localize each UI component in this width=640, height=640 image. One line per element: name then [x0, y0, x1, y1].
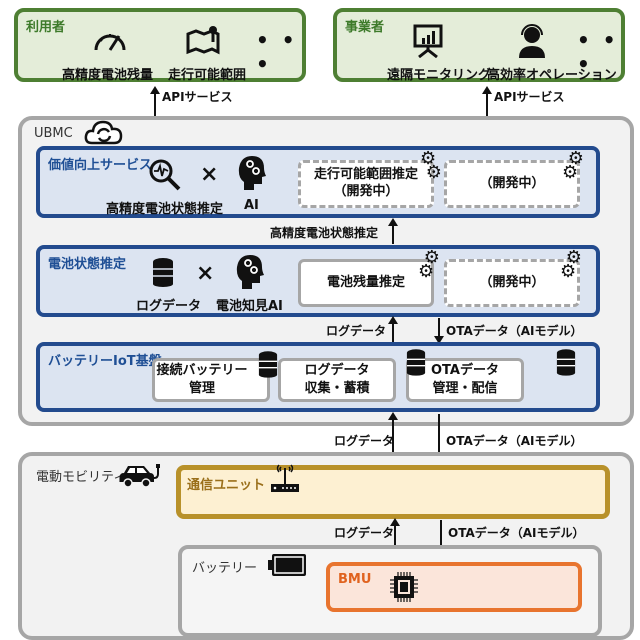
router-antenna-icon: [271, 464, 299, 492]
in-development-label: （開発中）: [479, 175, 545, 191]
value-service-right-label: AI: [244, 198, 259, 213]
ota-data-label: OTAデータ（AIモデル）: [446, 434, 583, 448]
electric-car-icon: [120, 464, 160, 488]
api-arrow-right: [482, 86, 492, 118]
communication-unit-title: 通信ユニット: [187, 478, 266, 493]
ota-data-management-box: OTAデータ管理・配信: [406, 358, 524, 402]
gears-icon: ⚙⚙: [560, 247, 582, 282]
headset-operator-icon: [519, 24, 545, 58]
estimation-arrow: [388, 218, 398, 244]
cloud-sync-icon: [84, 120, 123, 145]
communication-unit-box: 通信ユニット: [176, 464, 610, 519]
iot-platform-title: バッテリーIoT基盤: [48, 354, 162, 369]
bmu-title: BMU: [338, 572, 372, 587]
api-arrow-left: [150, 86, 160, 118]
users-title: 利用者: [26, 20, 66, 35]
connected-battery-management-box: 接続バッテリー管理: [152, 358, 270, 402]
log-data-arrow: [388, 316, 398, 342]
range-estimation-status: （開発中）: [333, 184, 399, 199]
ota-data-label: OTAデータ（AIモデル）: [448, 526, 585, 540]
box-label: OTAデータ: [431, 363, 499, 379]
magnifier-waveform-icon: [149, 159, 181, 191]
battery-remaining-estimation-label: 電池残量推定: [326, 275, 405, 291]
box-label: 管理・配信: [432, 381, 498, 396]
in-development-label: （開発中）: [479, 274, 545, 290]
box-label: 接続バッテリー: [156, 363, 248, 379]
range-estimation-box: 走行可能範囲推定 （開発中）: [298, 160, 434, 208]
iot-platform-box: バッテリーIoT基盤 接続バッテリー管理 ログデータ収集・蓄積 OTAデータ管理…: [36, 342, 600, 412]
chip-icon: [390, 572, 418, 602]
operators-item-label: 遠隔モニタリング: [387, 68, 492, 83]
map-pin-icon: [186, 26, 220, 55]
gears-icon: ⚙⚙: [418, 247, 440, 282]
presentation-chart-icon: [413, 24, 443, 58]
users-item-label: 走行可能範囲: [168, 68, 247, 83]
database-icon: [556, 349, 576, 376]
battery-estimation-right-label: 電池知見AI: [216, 299, 283, 314]
more-icon: • • •: [256, 28, 298, 76]
operators-title: 事業者: [345, 20, 385, 35]
log-data-arrow: [390, 518, 400, 566]
log-data-arrow: [388, 412, 398, 468]
log-data-label: ログデータ: [334, 434, 395, 448]
box-label: 収集・蓄積: [304, 381, 370, 396]
box-label: ログデータ: [304, 363, 370, 379]
gears-icon: ⚙ ⚙: [420, 148, 442, 183]
api-label-left: APIサービス: [162, 90, 233, 104]
database-icon: [258, 351, 278, 378]
value-service-title: 価値向上サービス: [48, 158, 153, 173]
in-development-box: （開発中）: [444, 160, 580, 208]
times-symbol: ×: [196, 261, 215, 286]
value-service-left-label: 高精度電池状態推定: [106, 202, 224, 217]
gears-icon: ⚙⚙: [562, 148, 584, 183]
times-symbol: ×: [200, 162, 219, 187]
battery-estimation-left-label: ログデータ: [136, 299, 202, 314]
ai-head-icon: [238, 156, 266, 190]
bmu-box: BMU: [326, 562, 582, 612]
users-item-label: 高精度電池残量: [62, 68, 154, 83]
database-icon: [406, 349, 426, 376]
electric-mobility-title: 電動モビリティ: [36, 470, 127, 485]
operators-box: 事業者 • • • 遠隔モニタリング 高効率オペレーション: [333, 8, 625, 83]
box-label: 管理: [188, 381, 215, 396]
ai-head-icon: [236, 255, 264, 289]
battery-estimation-title: 電池状態推定: [48, 257, 127, 272]
range-estimation-label: 走行可能範囲推定: [313, 167, 418, 183]
log-data-label: ログデータ: [334, 526, 395, 540]
estimation-arrow-label: 高精度電池状態推定: [270, 226, 379, 240]
battery-remaining-estimation-box: 電池残量推定: [298, 259, 434, 307]
in-development-box: （開発中）: [444, 259, 580, 307]
value-service-box: 価値向上サービス × 高精度電池状態推定 AI 走行可能範囲推定 （開発中） （…: [36, 146, 600, 218]
log-data-label: ログデータ: [326, 324, 387, 338]
ota-data-arrow: [434, 318, 444, 344]
operators-item-label: 高効率オペレーション: [487, 68, 617, 83]
log-data-collection-box: ログデータ収集・蓄積: [278, 358, 396, 402]
database-icon: [153, 258, 173, 287]
battery-estimation-box: 電池状態推定 × ログデータ 電池知見AI 電池残量推定 （開発中） ⚙⚙ ⚙⚙: [36, 245, 600, 317]
api-label-right: APIサービス: [494, 90, 565, 104]
speedometer-icon: [94, 34, 126, 51]
users-box: 利用者 • • • 高精度電池残量 走行可能範囲: [14, 8, 306, 83]
more-icon: • • •: [577, 28, 619, 76]
ota-data-label: OTAデータ（AIモデル）: [446, 324, 583, 338]
battery-icon: [268, 554, 306, 576]
ubmc-title: UBMC: [34, 126, 73, 141]
battery-title: バッテリー: [192, 561, 258, 576]
